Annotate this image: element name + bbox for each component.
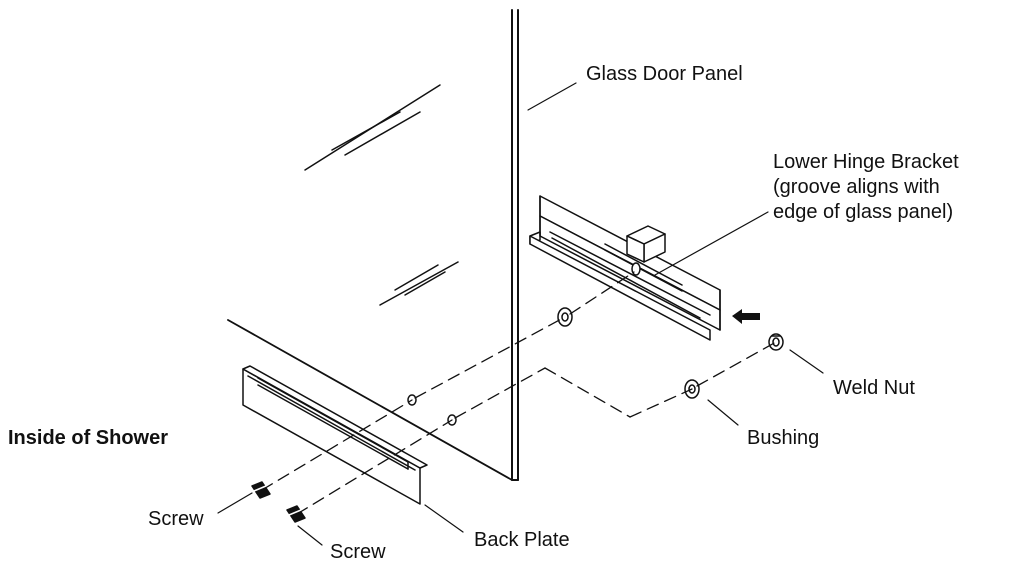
assembly-lines xyxy=(261,271,777,515)
weld-nut xyxy=(768,333,784,351)
label-back-plate: Back Plate xyxy=(474,529,570,551)
back-plate xyxy=(242,365,428,505)
screw-2 xyxy=(286,505,306,523)
arrow-icon xyxy=(732,309,760,324)
label-lower-hinge-bracket-line-1: Lower Hinge Bracket xyxy=(773,151,959,173)
label-screw-1: Screw xyxy=(148,508,204,530)
label-weld-nut: Weld Nut xyxy=(833,377,915,399)
screw-1 xyxy=(251,481,271,499)
leader-lines xyxy=(217,82,824,546)
label-lower-hinge-bracket-line-3: edge of glass panel) xyxy=(773,201,954,223)
bushing-top xyxy=(557,307,573,327)
label-glass-door-panel: Glass Door Panel xyxy=(586,63,743,85)
label-bushing: Bushing xyxy=(747,427,820,449)
glass-door-panel xyxy=(227,9,519,481)
lower-hinge-bracket xyxy=(529,195,721,341)
label-lower-hinge-bracket-line-2: (groove aligns with xyxy=(773,176,940,198)
label-lower-hinge-bracket: Lower Hinge Bracket (groove aligns with … xyxy=(773,150,959,225)
label-inside-of-shower: Inside of Shower xyxy=(8,427,169,449)
label-screw-2: Screw xyxy=(330,541,386,563)
